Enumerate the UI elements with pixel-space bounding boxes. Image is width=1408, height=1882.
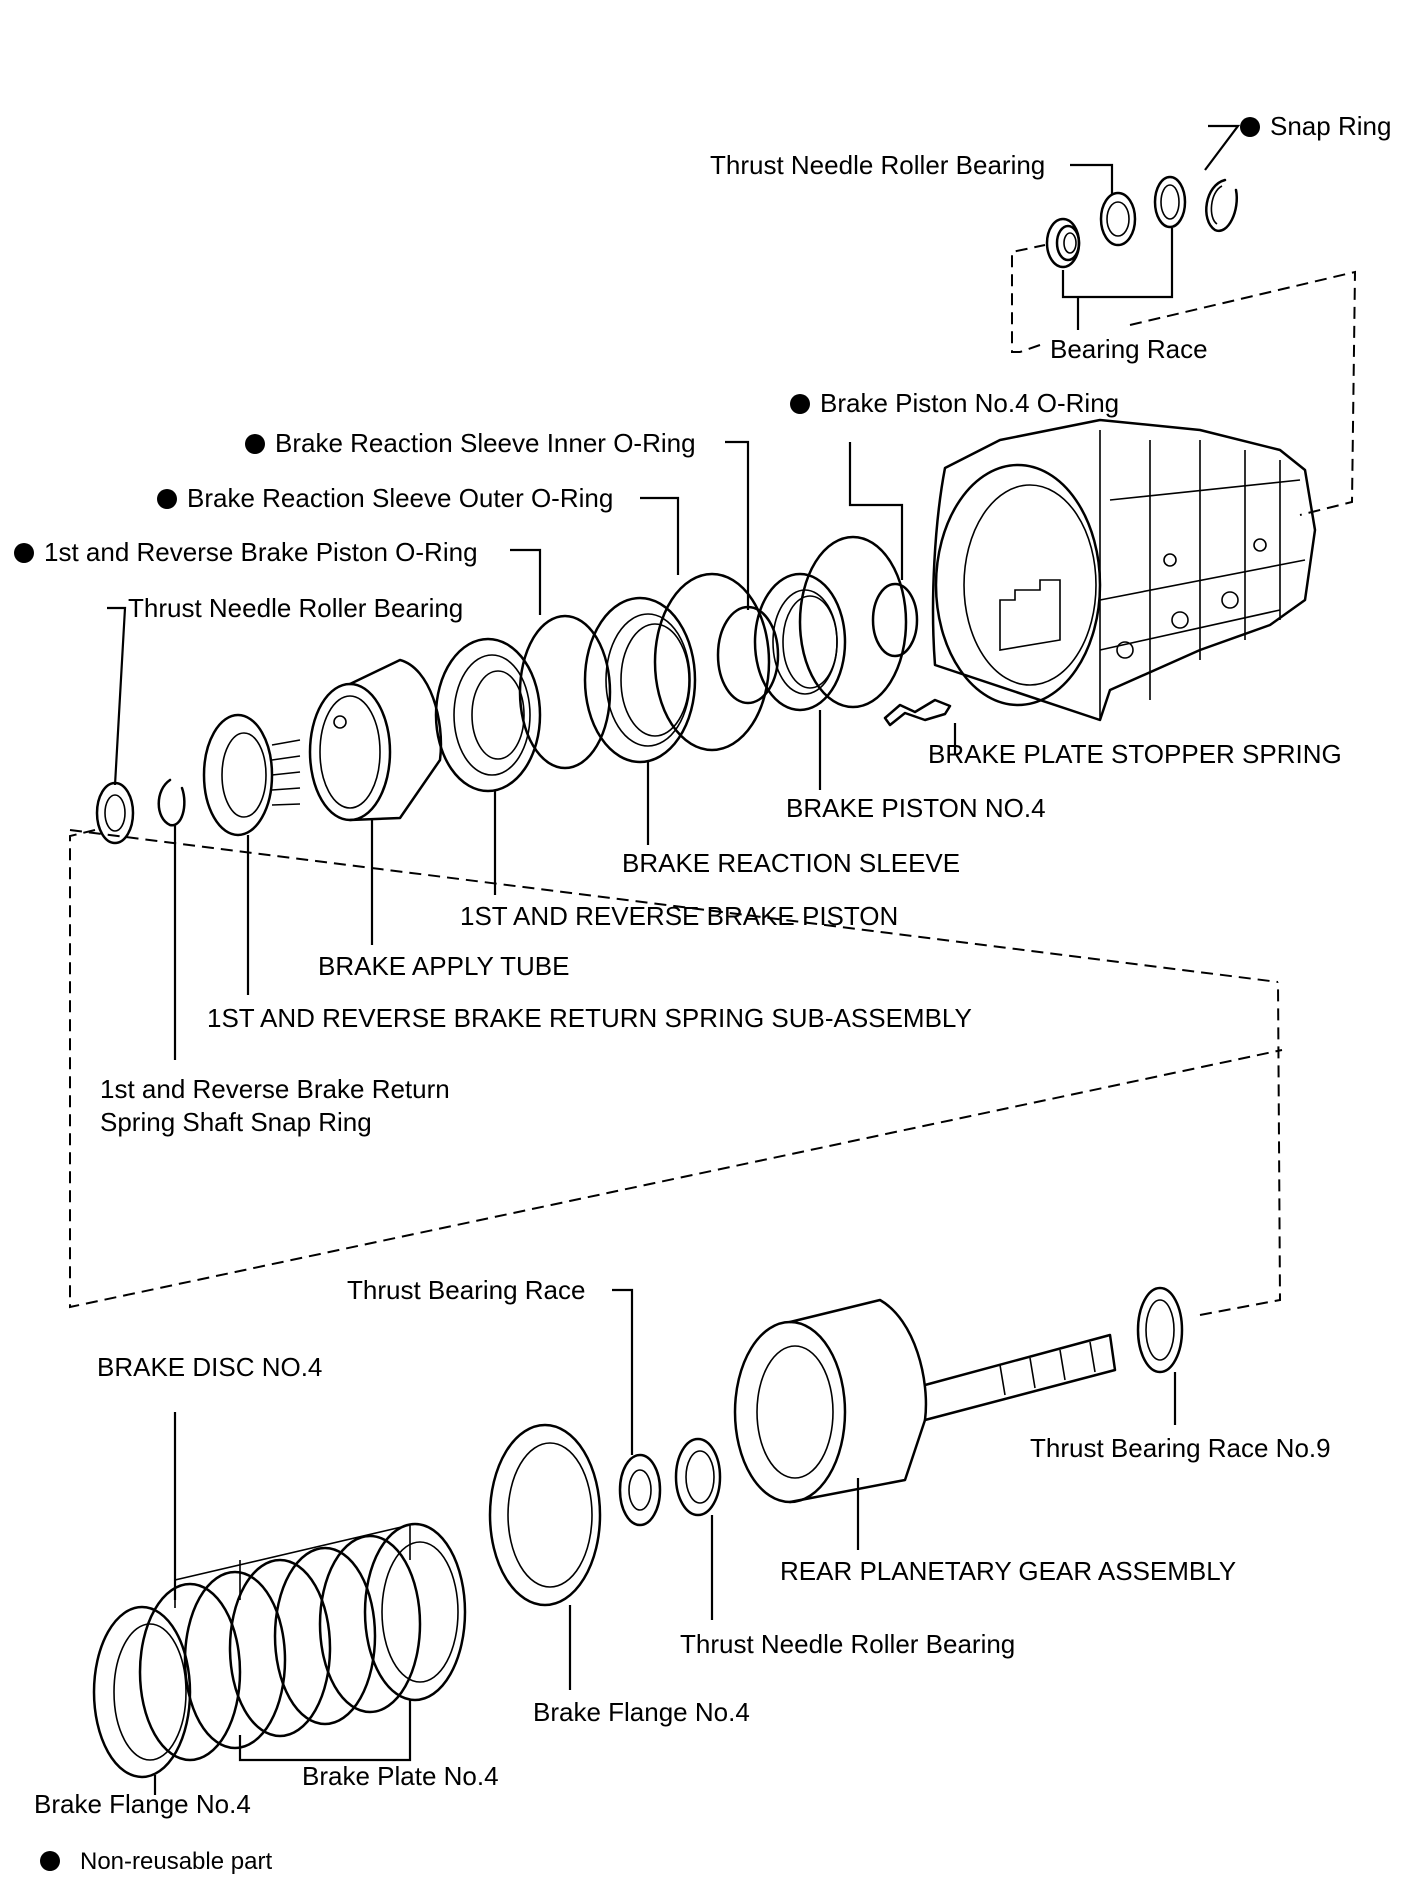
return-spring-sub-assembly-label: 1ST AND REVERSE BRAKE RETURN SPRING SUB-… (207, 1003, 972, 1033)
brake-piston-no4-label: BRAKE PISTON NO.4 (786, 793, 1046, 823)
brake-flange-no4-left-label: Brake Flange No.4 (34, 1789, 251, 1819)
brake-flange-no4-mid-part (488, 1423, 602, 1607)
return-spring-snap-ring-label-line1: 1st and Reverse Brake Return (100, 1074, 450, 1104)
first-reverse-brake-piston-part (434, 637, 542, 793)
bottom-thrust-needle-part (674, 1437, 722, 1517)
top-snap-ring-part (1205, 178, 1239, 233)
thrust-needle-left-label: Thrust Needle Roller Bearing (128, 593, 464, 623)
top-bearing-race-part (1045, 217, 1081, 269)
brake-disc-pack-part (92, 1522, 467, 1779)
first-reverse-piston-oring-part (518, 614, 612, 770)
brake-piston-no4-part (753, 572, 847, 712)
legend: Non-reusable part (40, 1845, 272, 1877)
brake-apply-tube-part (308, 658, 443, 822)
snap-ring-label: Snap Ring (1240, 111, 1391, 141)
first-reverse-piston-oring-label: 1st and Reverse Brake Piston O-Ring (14, 537, 478, 567)
rear-planetary-gear-assembly-label: REAR PLANETARY GEAR ASSEMBLY (780, 1556, 1237, 1586)
top-thrust-needle-part (1099, 191, 1137, 247)
top-bearing-race-2-part (1153, 175, 1187, 229)
thrust-bearing-race-no9-label: Thrust Bearing Race No.9 (1030, 1433, 1331, 1463)
brake-plate-no4-label: Brake Plate No.4 (302, 1761, 499, 1791)
non-reusable-dot-icon (245, 434, 265, 454)
legend-text: Non-reusable part (80, 1848, 273, 1875)
return-spring-snap-ring-part (157, 778, 186, 827)
thrust-bearing-race-no9-part (1136, 1286, 1184, 1374)
brake-piston-no4-oring-label: Brake Piston No.4 O-Ring (790, 388, 1119, 418)
brake-flange-no4-mid-label: Brake Flange No.4 (533, 1697, 750, 1727)
return-spring-snap-ring-label: 1st and Reverse Brake Return Spring Shaf… (100, 1073, 450, 1139)
brake-plate-stopper-spring-part (883, 698, 952, 727)
brake-reaction-sleeve-label: BRAKE REACTION SLEEVE (622, 848, 961, 878)
brake-piston-no4-oring-parts (798, 535, 919, 709)
thrust-needle-bottom-label: Thrust Needle Roller Bearing (680, 1629, 1016, 1659)
assembly-guide-lines (69, 244, 1357, 1316)
thrust-bearing-race-part (618, 1453, 662, 1527)
non-reusable-dot-icon (1240, 117, 1260, 137)
return-spring-sub-assembly-part (202, 713, 301, 837)
rear-planetary-gear-assembly-part (733, 1298, 1117, 1504)
brake-disc-no4-label: BRAKE DISC NO.4 (97, 1352, 323, 1382)
brake-apply-tube-label: BRAKE APPLY TUBE (318, 951, 570, 981)
brake-reaction-sleeve-outer-oring-part (653, 572, 771, 752)
return-spring-snap-ring-label-line2: Spring Shaft Snap Ring (100, 1107, 372, 1137)
brake-plate-stopper-spring-label: BRAKE PLATE STOPPER SPRING (928, 739, 1342, 769)
non-reusable-dot-icon (790, 394, 810, 414)
non-reusable-dot-icon (40, 1851, 60, 1871)
non-reusable-dot-icon (157, 489, 177, 509)
thrust-needle-top-label: Thrust Needle Roller Bearing (710, 150, 1046, 180)
transmission-case-part (931, 418, 1317, 722)
first-reverse-brake-piston-label: 1ST AND REVERSE BRAKE PISTON (460, 901, 899, 931)
brake-reaction-sleeve-outer-oring-label: Brake Reaction Sleeve Outer O-Ring (157, 483, 613, 513)
non-reusable-dot-icon (14, 543, 34, 563)
bearing-race-label: Bearing Race (1050, 334, 1208, 364)
brake-reaction-sleeve-part (583, 596, 697, 764)
leader-lines (107, 124, 1241, 1795)
thrust-bearing-race-label: Thrust Bearing Race (347, 1275, 586, 1305)
brake-reaction-sleeve-inner-oring-label: Brake Reaction Sleeve Inner O-Ring (245, 428, 696, 458)
left-thrust-needle-part (95, 781, 135, 845)
